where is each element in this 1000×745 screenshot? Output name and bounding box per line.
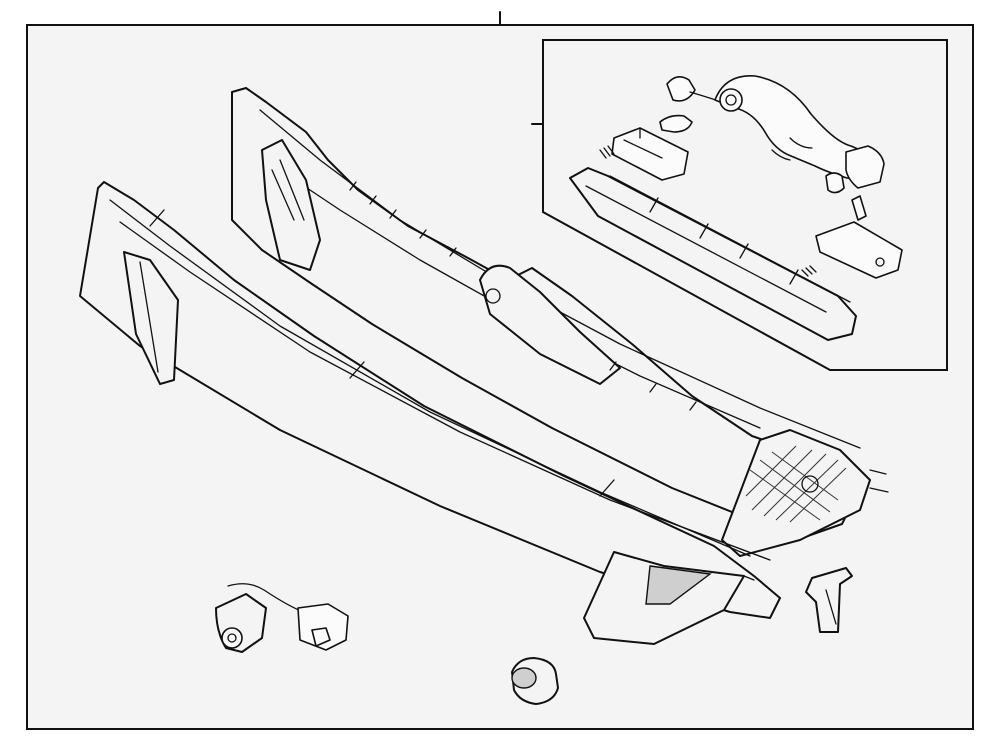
- wiring-harness: [666, 75, 885, 194]
- parking-sensor-camera: [215, 583, 349, 653]
- license-lamp-lower: [801, 195, 903, 279]
- license-garnish-strip: [569, 167, 857, 341]
- bumper-reinforcement-bracket: [231, 87, 889, 557]
- inset-detail-box: [531, 39, 948, 371]
- license-lamp-upper: [599, 114, 693, 181]
- side-bracket-small: [805, 567, 853, 633]
- bumper-cover-strip: [79, 181, 781, 619]
- lower-diffuser-panel: [583, 551, 755, 645]
- rubber-bushing: [511, 657, 559, 705]
